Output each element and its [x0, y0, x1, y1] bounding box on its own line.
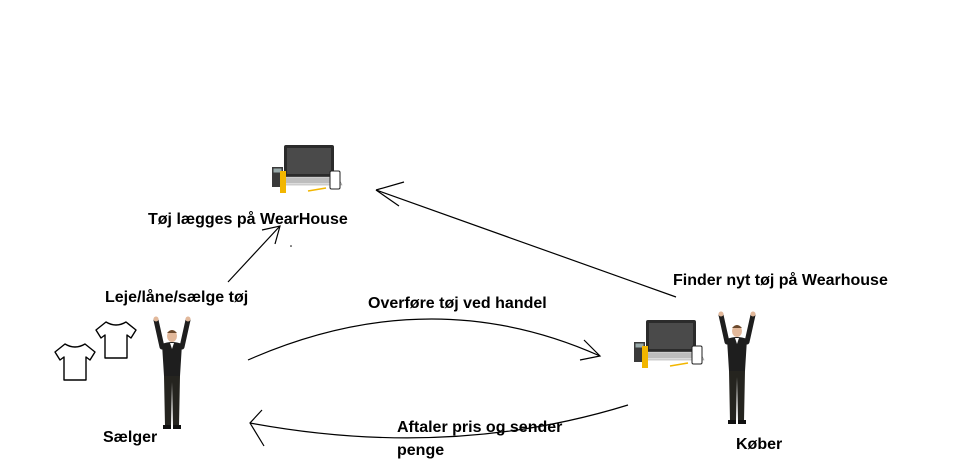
arrow-buyer-to-platform: [375, 189, 677, 298]
transfer-label: Overføre tøj ved handel: [368, 295, 547, 312]
seller-label: Sælger: [103, 429, 158, 446]
seller-person-icon: [154, 317, 191, 430]
arrow-payment: [249, 404, 629, 439]
agree-label-line1: Aftaler pris og sender: [397, 419, 563, 436]
t-shirt-icon: [54, 343, 96, 381]
rent-label: Leje/låne/sælge tøj: [105, 289, 249, 306]
find-label: Finder nyt tøj på Wearhouse: [673, 272, 888, 289]
buyer-person-icon: [719, 312, 756, 425]
agree-label-line2: penge: [397, 442, 445, 459]
arrow-transfer: [247, 318, 601, 361]
laptop-workspace-icon: [633, 319, 705, 369]
arrow-to-platform: [227, 225, 281, 283]
buyer-label: Køber: [736, 436, 783, 453]
platform-label: Tøj lægges på WearHouse: [148, 211, 348, 228]
laptop-workspace-icon: [271, 144, 343, 194]
